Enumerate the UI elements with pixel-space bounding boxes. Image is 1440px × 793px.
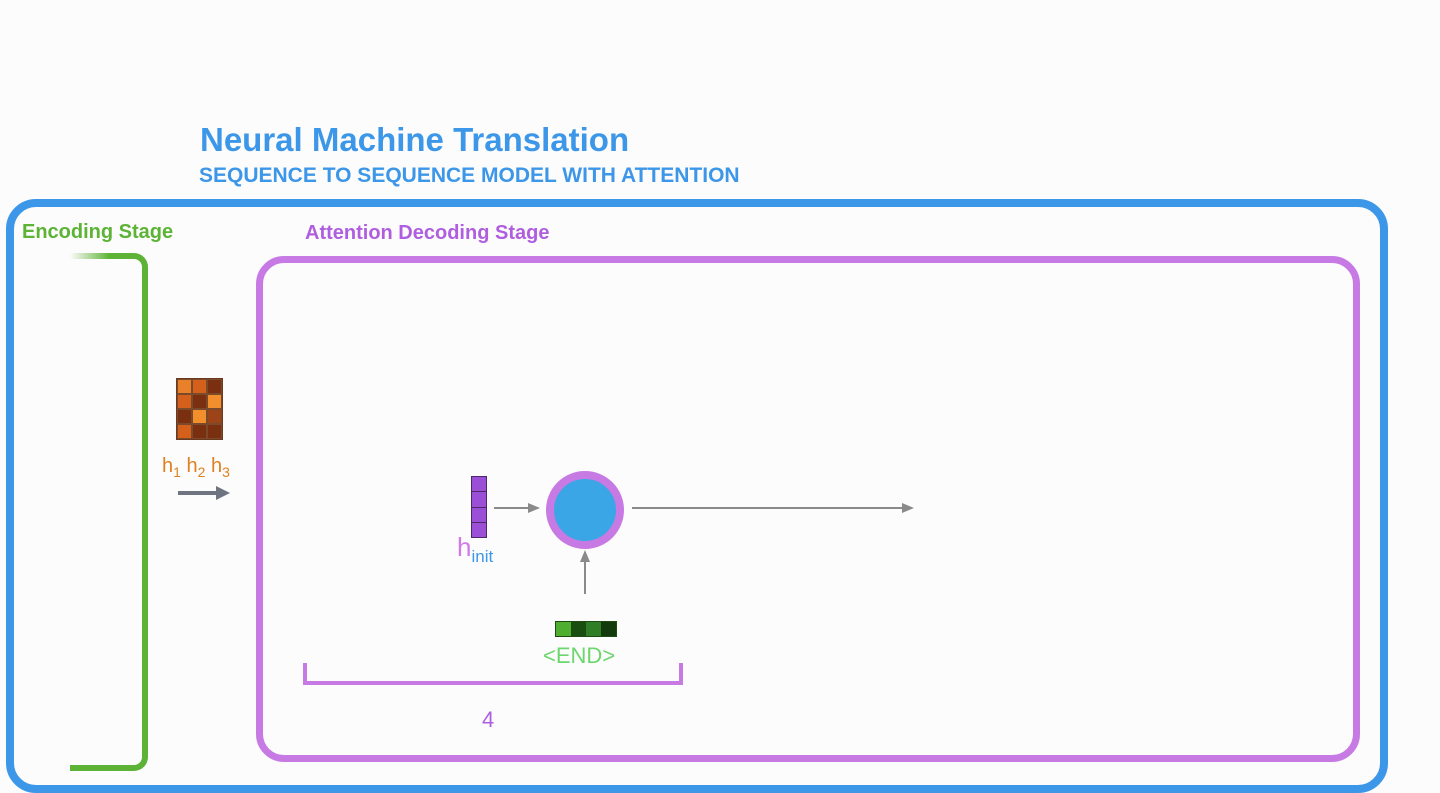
h2-label: h2 (186, 455, 206, 480)
matrix-cell (177, 409, 192, 424)
hinit-vector (471, 476, 487, 538)
time-step-bracket (303, 663, 683, 685)
matrix-cell (192, 379, 207, 394)
h3-label: h3 (210, 455, 230, 480)
end-token-label: <END> (543, 643, 616, 668)
matrix-cell (207, 424, 222, 439)
encoder-hidden-states-matrix (176, 378, 223, 440)
matrix-cell (177, 379, 192, 394)
h1-label: h1 (162, 455, 181, 480)
hinit-label: hinit (457, 532, 494, 567)
encoding-stage-label: Encoding Stage (22, 221, 174, 243)
matrix-cell (207, 394, 222, 409)
diagram-subtitle: SEQUENCE TO SEQUENCE MODEL WITH ATTENTIO… (199, 164, 740, 187)
attention-decoding-stage-frame (256, 256, 1360, 762)
input-to-rnn-arrow-icon (580, 550, 590, 594)
encoder-output-arrow-icon (178, 486, 230, 500)
time-step-number: 4 (482, 707, 495, 732)
diagram-title: Neural Machine Translation (200, 121, 630, 158)
embedding-cell (586, 622, 601, 636)
matrix-cell (177, 394, 192, 409)
matrix-cell (192, 424, 207, 439)
attention-decoding-stage-label: Attention Decoding Stage (305, 222, 550, 244)
end-token-embedding (555, 621, 617, 637)
embedding-cell (556, 622, 571, 636)
matrix-cell (207, 379, 222, 394)
hinit-to-rnn-arrow-icon (494, 503, 540, 513)
encoder-hidden-state-labels: h1 h2 h3 (162, 455, 230, 480)
model-outer-frame (6, 199, 1388, 793)
encoding-bracket-fade (70, 253, 110, 765)
decoder-rnn-cell (546, 471, 624, 549)
matrix-cell (192, 409, 207, 424)
embedding-cell (601, 622, 616, 636)
embedding-cell (571, 622, 586, 636)
rnn-output-arrow-icon (632, 503, 914, 513)
matrix-cell (207, 409, 222, 424)
matrix-cell (192, 394, 207, 409)
matrix-cell (177, 424, 192, 439)
